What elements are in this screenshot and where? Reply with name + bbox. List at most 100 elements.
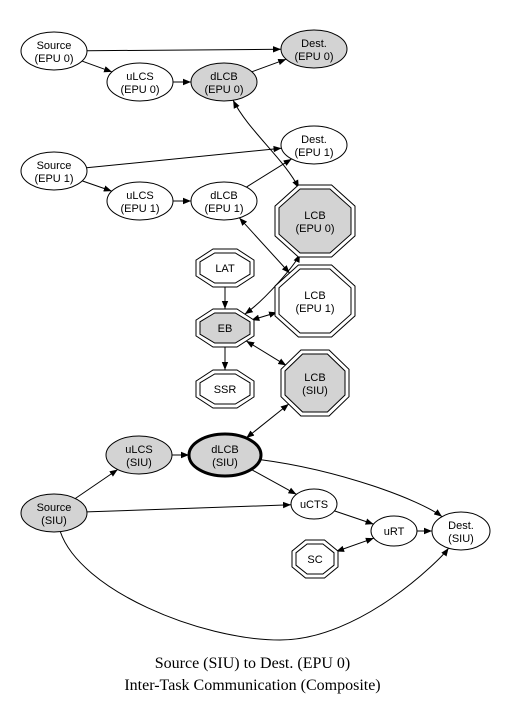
node-shape	[187, 432, 263, 478]
caption-line-1: Source (SIU) to Dest. (EPU 0)	[154, 655, 351, 672]
node-label-line-2: (SIU)	[448, 533, 474, 545]
node-shape-inner	[278, 268, 352, 334]
node-lcb-epu1: LCB(EPU 1)	[274, 264, 356, 338]
edge-source-siu-to-dest-siu	[59, 531, 449, 641]
node-label-line-1: uLCS	[125, 444, 153, 456]
edge-dlcb-siu-to-lcb-siu	[245, 403, 290, 439]
node-label-line-1: Source	[37, 502, 72, 514]
node-label-line-1: Dest.	[301, 38, 327, 50]
node-label-line-2: (EPU 0)	[295, 223, 334, 235]
node-source-epu1: Source(EPU 1)	[20, 151, 88, 191]
node-shape-inner	[199, 252, 251, 284]
node-label-line-2: (EPU 1)	[204, 203, 243, 215]
node-ucts: uCTS	[290, 488, 338, 520]
node-dest-epu0: Dest.(EPU 0)	[280, 29, 348, 69]
node-label-line-2: (EPU 1)	[295, 303, 334, 315]
node-label-line-2: (SIU)	[41, 515, 67, 527]
edge-dlcb-siu-to-ucts	[250, 468, 297, 495]
node-label-line-2: (SIU)	[302, 385, 328, 397]
node-ssr: SSR	[195, 369, 255, 409]
node-label-line-1: LCB	[304, 372, 325, 384]
node-shape-inner	[295, 543, 335, 575]
edge-source-epu1-to-dest-epu1	[86, 145, 282, 169]
node-shape	[280, 125, 348, 165]
node-shape	[106, 181, 174, 221]
node-label-line-1: dLCB	[211, 444, 239, 456]
node-label-line-2: (SIU)	[212, 457, 238, 469]
node-label-line-1: EB	[218, 323, 233, 335]
node-label-line-2: (EPU 0)	[34, 53, 73, 65]
node-urt: uRT	[370, 515, 418, 547]
edge-sc-to-urt	[335, 537, 374, 552]
node-shape	[20, 31, 88, 71]
node-lat: LAT	[195, 248, 255, 288]
node-shape	[190, 62, 258, 102]
node-label-line-1: dLCB	[210, 190, 238, 202]
node-shape-inner	[199, 312, 251, 344]
edge-source-epu0-to-ulcs-epu0	[81, 60, 113, 73]
node-ulcs-epu0: uLCS(EPU 0)	[106, 62, 174, 102]
edge-ucts-to-urt	[334, 510, 374, 525]
edge-source-siu-to-ulcs-siu	[74, 469, 119, 499]
node-lcb-siu: LCB(SIU)	[280, 349, 350, 417]
node-sc: SC	[291, 539, 339, 579]
edge-source-epu1-to-ulcs-epu1	[82, 180, 112, 192]
node-ulcs-siu: uLCS(SIU)	[105, 435, 173, 475]
node-shape	[370, 515, 418, 547]
node-shape-inner	[284, 353, 346, 413]
node-eb: EB	[195, 308, 255, 348]
node-label-line-2: (EPU 0)	[204, 84, 243, 96]
node-label-line-2: (SIU)	[126, 457, 152, 469]
node-label-line-1: LCB	[304, 210, 325, 222]
node-shape-inner	[278, 188, 352, 254]
node-label-line-1: LCB	[304, 290, 325, 302]
node-label-line-1: uLCS	[126, 71, 154, 83]
edge-source-epu0-to-dest-epu0	[86, 46, 282, 53]
node-label-line-1: Source	[37, 160, 72, 172]
node-dlcb-epu0: dLCB(EPU 0)	[190, 62, 258, 102]
caption-line-2: Inter-Task Communication (Composite)	[124, 677, 381, 694]
edge-dlcb-epu0-to-dest-epu0	[251, 58, 287, 73]
node-shape	[20, 151, 88, 191]
node-dlcb-epu1: dLCB(EPU 1)	[190, 181, 258, 221]
node-lcb-epu0: LCB(EPU 0)	[274, 184, 356, 258]
node-label-line-1: SC	[307, 554, 322, 566]
node-label-line-1: Source	[37, 40, 72, 52]
edge-dlcb-epu1-to-dest-epu1	[246, 158, 292, 188]
node-shape	[431, 511, 491, 551]
node-label-line-1: uRT	[384, 526, 405, 538]
node-label-line-2: (EPU 0)	[294, 51, 333, 63]
node-label-line-1: SSR	[214, 384, 237, 396]
edge-source-siu-to-ucts	[86, 501, 292, 513]
node-shape	[105, 435, 173, 475]
node-label-line-1: Dest.	[448, 520, 474, 532]
node-shape	[290, 488, 338, 520]
node-label-line-2: (EPU 1)	[294, 147, 333, 159]
node-dlcb-siu: dLCB(SIU)	[187, 432, 263, 478]
node-label-line-1: uCTS	[300, 499, 328, 511]
edges-layer	[59, 46, 449, 641]
node-label-line-1: dLCB	[210, 71, 238, 83]
edge-eb-to-lcb-epu1	[251, 311, 278, 321]
node-source-siu: Source(SIU)	[20, 493, 88, 533]
node-ulcs-epu1: uLCS(EPU 1)	[106, 181, 174, 221]
edge-dlcb-epu0-to-lcb-epu0	[232, 100, 300, 189]
nodes-layer: Source(EPU 0)uLCS(EPU 0)dLCB(EPU 0)Dest.…	[20, 29, 491, 579]
node-label-line-2: (EPU 1)	[120, 203, 159, 215]
node-source-epu0: Source(EPU 0)	[20, 31, 88, 71]
node-shape	[20, 493, 88, 533]
node-shape	[280, 29, 348, 69]
node-label-line-1: uLCS	[126, 190, 154, 202]
edge-eb-to-lcb-siu	[245, 340, 287, 366]
node-label-line-2: (EPU 0)	[120, 84, 159, 96]
edge-dlcb-siu-to-dest-siu	[260, 459, 443, 518]
node-dest-epu1: Dest.(EPU 1)	[280, 125, 348, 165]
node-shape	[106, 62, 174, 102]
node-label-line-1: Dest.	[301, 134, 327, 146]
node-shape	[190, 181, 258, 221]
node-label-line-1: LAT	[215, 263, 235, 275]
node-dest-siu: Dest.(SIU)	[431, 511, 491, 551]
node-label-line-2: (EPU 1)	[34, 173, 73, 185]
node-shape-inner	[199, 373, 251, 405]
